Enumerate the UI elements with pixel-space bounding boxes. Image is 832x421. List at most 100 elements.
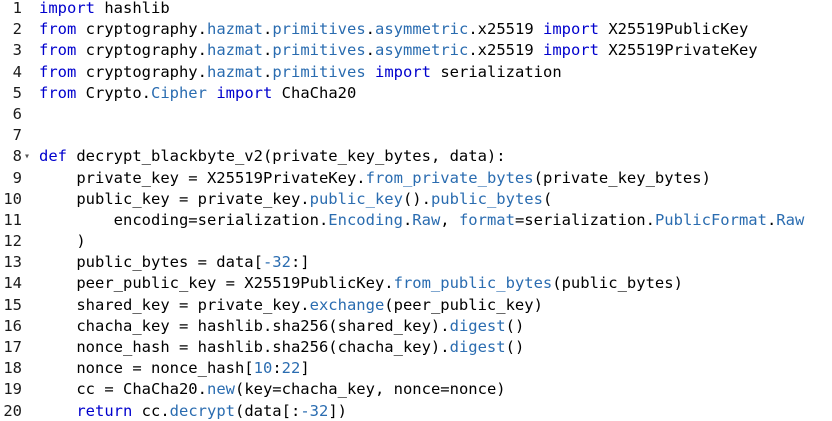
- line-number: 15: [3, 295, 22, 314]
- code-text: nonce = nonce_hash[10:22]: [39, 358, 309, 379]
- code-line[interactable]: 10 public_key = private_key.public_key()…: [0, 189, 832, 210]
- code-text: shared_key = private_key.exchange(peer_p…: [39, 295, 543, 316]
- code-line[interactable]: 19 cc = ChaCha20.new(key=chacha_key, non…: [0, 379, 832, 400]
- code-text: return cc.decrypt(data[:-32]): [39, 401, 347, 421]
- text-token: .x25519: [468, 41, 543, 60]
- text-token: decrypt_blackbyte_v2(private_key_bytes, …: [67, 147, 506, 166]
- attribute-token: new: [206, 380, 235, 399]
- text-token: cryptography.: [76, 41, 207, 60]
- fold-toggle-icon[interactable]: ▾: [24, 151, 31, 163]
- line-number: 19: [3, 380, 22, 399]
- attribute-token: Encoding: [328, 210, 403, 229]
- line-number: 11: [3, 210, 22, 229]
- code-line[interactable]: 9 private_key = X25519PrivateKey.from_pr…: [0, 168, 832, 189]
- code-text: peer_public_key = X25519PublicKey.from_p…: [39, 273, 683, 294]
- code-line[interactable]: 16 chacha_key = hashlib.sha256(shared_ke…: [0, 316, 832, 337]
- attribute-token: from_private_bytes: [365, 168, 534, 187]
- line-number: 13: [3, 253, 22, 272]
- text-token: cc = ChaCha20.: [39, 380, 207, 399]
- text-token: .: [262, 62, 273, 81]
- code-text: from cryptography.hazmat.primitives.asym…: [39, 40, 758, 61]
- text-token: (data[:: [234, 401, 301, 420]
- code-line[interactable]: 14 peer_public_key = X25519PublicKey.fro…: [0, 273, 832, 294]
- attribute-token: public_key: [309, 189, 403, 208]
- code-line[interactable]: 12 ): [0, 231, 832, 252]
- text-token: (public_bytes): [552, 274, 683, 293]
- attribute-token: digest: [449, 338, 506, 356]
- keyword-token: from: [39, 62, 77, 81]
- code-text: def decrypt_blackbyte_v2(private_key_byt…: [39, 146, 506, 167]
- attribute-token: primitives: [272, 20, 366, 39]
- code-line[interactable]: 7: [0, 125, 832, 146]
- attribute-token: digest: [449, 316, 506, 335]
- code-line[interactable]: 6: [0, 104, 832, 125]
- number-token: 22: [281, 359, 301, 378]
- text-token: hashlib: [95, 0, 170, 17]
- code-line[interactable]: 4 from cryptography.hazmat.primitives imp…: [0, 62, 832, 83]
- text-token: .: [766, 210, 777, 229]
- text-token: .: [365, 20, 375, 39]
- line-number: 12: [3, 232, 22, 251]
- code-line[interactable]: 11 encoding=serialization.Encoding.Raw, …: [0, 210, 832, 231]
- attribute-token: exchange: [309, 295, 385, 314]
- text-token: [207, 84, 216, 102]
- keyword-token: from: [39, 20, 77, 39]
- text-token: cryptography.: [76, 20, 207, 39]
- code-text: nonce_hash = hashlib.sha256(chacha_key).…: [39, 337, 524, 358]
- code-line[interactable]: 2 from cryptography.hazmat.primitives.asy…: [0, 19, 832, 40]
- attribute-token: hazmat: [206, 41, 263, 60]
- code-line[interactable]: 8▾def decrypt_blackbyte_v2(private_key_b…: [0, 146, 832, 167]
- text-token: (peer_public_key): [384, 295, 543, 314]
- text-token: (): [505, 316, 525, 335]
- attribute-token: public_bytes: [430, 189, 543, 208]
- text-token: .: [262, 41, 273, 60]
- code-line[interactable]: 18 nonce = nonce_hash[10:22]: [0, 358, 832, 379]
- text-token: [39, 402, 76, 420]
- code-text: encoding=serialization.Encoding.Raw, for…: [39, 210, 805, 231]
- keyword-token: return: [76, 401, 133, 420]
- code-line[interactable]: 1 import hashlib: [0, 0, 832, 19]
- code-line[interactable]: 17 nonce_hash = hashlib.sha256(chacha_ke…: [0, 337, 832, 358]
- code-text: from cryptography.hazmat.primitives.asym…: [39, 19, 748, 40]
- text-token: cc.: [132, 401, 170, 420]
- text-token: shared_key = private_key.: [39, 295, 310, 314]
- attribute-token: asymmetric: [375, 41, 469, 60]
- number-token: -32: [300, 401, 329, 420]
- keyword-token: import: [216, 83, 273, 102]
- line-number: 18: [3, 359, 22, 378]
- line-number: 3: [12, 41, 22, 60]
- text-token: X25519PrivateKey: [598, 41, 758, 60]
- attribute-token: decrypt: [169, 401, 235, 420]
- code-line[interactable]: 20 return cc.decrypt(data[:-32]): [0, 401, 832, 421]
- text-token: :: [272, 359, 282, 378]
- code-text: from cryptography.hazmat.primitives impo…: [39, 62, 562, 83]
- keyword-token: import: [39, 0, 95, 17]
- code-text: public_bytes = data[-32:]: [39, 252, 310, 273]
- keyword-token: from: [39, 41, 77, 60]
- text-token: :]: [290, 253, 310, 272]
- keyword-token: from: [39, 83, 77, 102]
- line-number: 1: [12, 0, 22, 17]
- code-line[interactable]: 13 public_bytes = data[-32:]: [0, 252, 832, 273]
- keyword-token: def: [39, 147, 67, 166]
- code-text: import hashlib: [39, 0, 170, 19]
- text-token: .: [262, 20, 273, 39]
- line-number: 20: [3, 401, 22, 420]
- line-number: 9: [12, 168, 22, 187]
- code-line[interactable]: 3 from cryptography.hazmat.primitives.asy…: [0, 40, 832, 61]
- keyword-token: import: [542, 41, 599, 60]
- text-token: .: [402, 210, 413, 229]
- number-token: 10: [253, 359, 273, 378]
- code-text: chacha_key = hashlib.sha256(shared_key).…: [39, 316, 524, 337]
- text-token: Crypto.: [76, 83, 151, 102]
- attribute-token: PublicFormat: [654, 210, 767, 229]
- code-line[interactable]: 15 shared_key = private_key.exchange(pee…: [0, 295, 832, 316]
- code-text: ): [39, 231, 85, 252]
- line-number: 2: [12, 20, 22, 39]
- line-number: 4: [12, 62, 22, 81]
- attribute-token: Raw: [412, 210, 441, 229]
- attribute-token: primitives: [272, 41, 366, 60]
